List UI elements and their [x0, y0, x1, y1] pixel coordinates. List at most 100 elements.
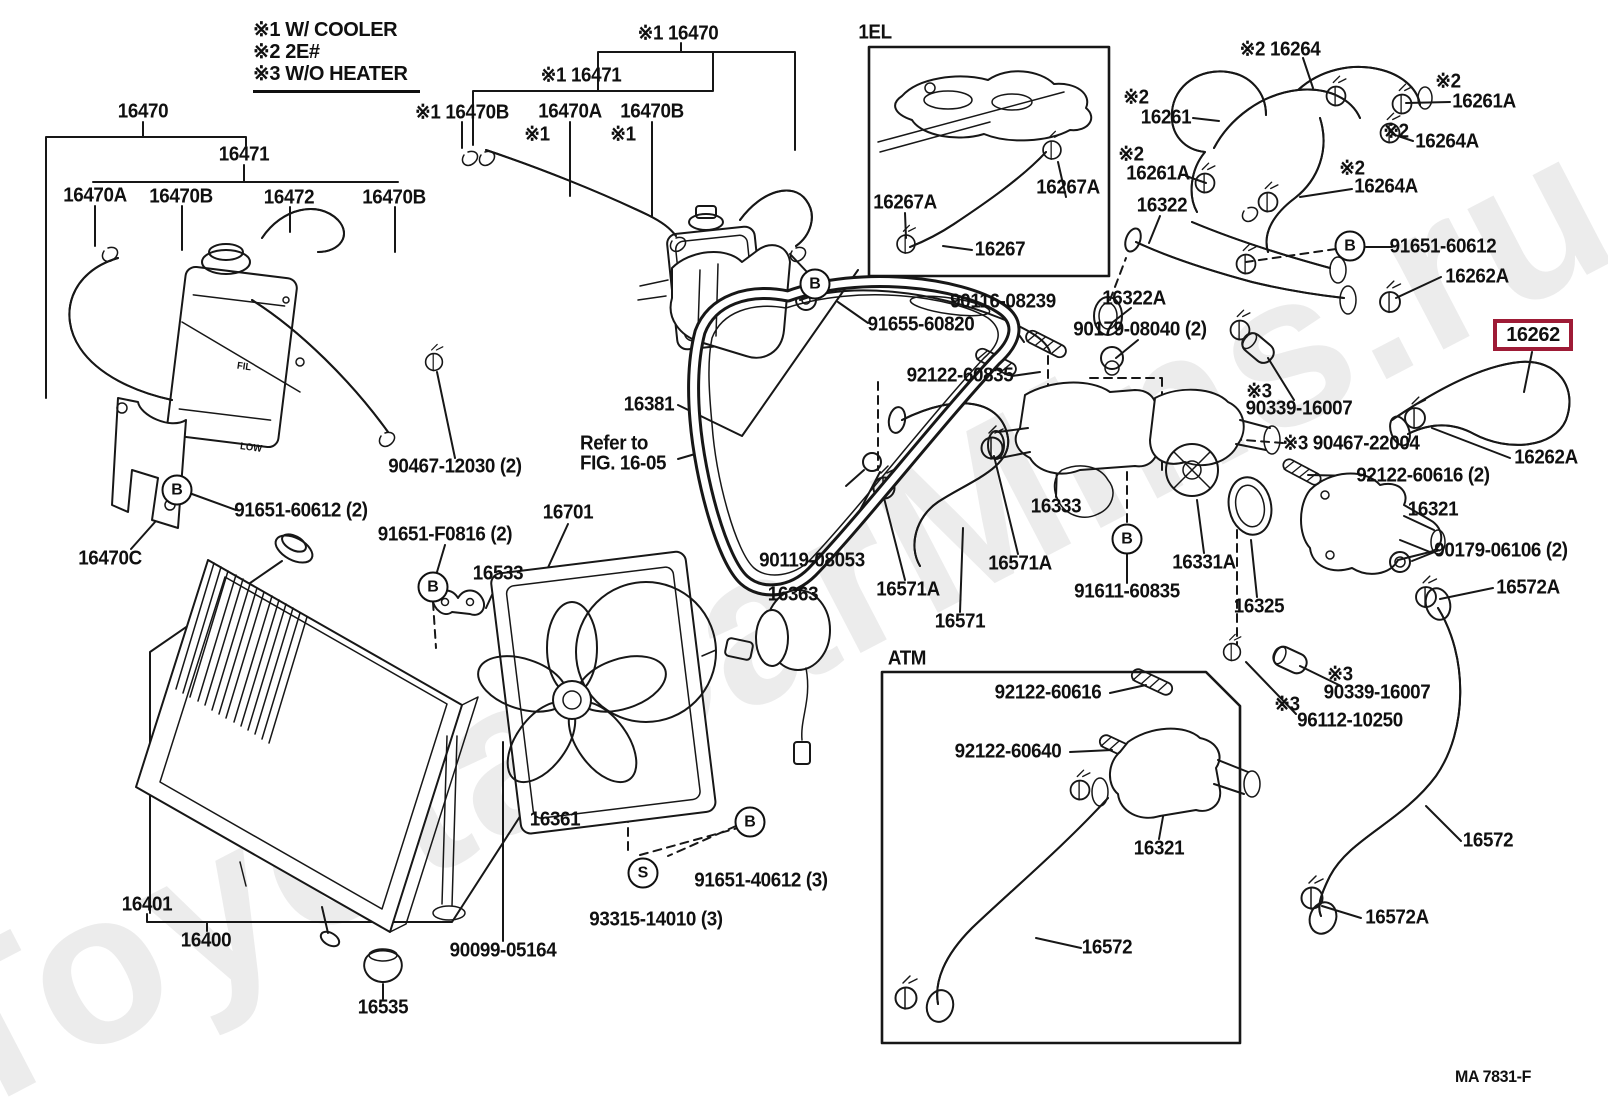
fan-motor-drawing — [701, 589, 831, 765]
atm-frame — [880, 670, 1242, 1045]
legend-item: ※1 W/ COOLER — [253, 19, 398, 41]
part-label-16381: 16381 — [623, 393, 675, 416]
legend-underline — [253, 90, 420, 93]
part-label-16331A: 16331A — [1172, 551, 1236, 574]
part-label-2-16264: ※2 16264 — [1239, 38, 1321, 61]
part-label-91655-60820: 91655-60820 — [867, 313, 975, 336]
part-label-16535: 16535 — [357, 996, 409, 1019]
part-label-FIL: FIL — [236, 360, 252, 374]
part-label-96112-10250: 96112-10250 — [1297, 709, 1403, 732]
highlighted-part-number[interactable]: 16262 — [1493, 319, 1573, 351]
part-label-16400: 16400 — [180, 929, 232, 952]
thermostat-assembly-drawing — [987, 381, 1446, 575]
part-label-16470: 16470 — [117, 100, 169, 123]
part-label-3-90467-22004: ※3 90467-22004 — [1282, 432, 1420, 455]
part-label-16701: 16701 — [542, 501, 594, 524]
radiator-inlet-hose-16262-drawing — [1379, 280, 1569, 448]
part-label-16262A: 16262A — [1445, 265, 1509, 288]
part-label-Refer-to: Refer to — [580, 432, 649, 455]
part-label-16571A: 16571A — [876, 578, 940, 601]
part-label-2: ※2 — [1123, 86, 1149, 109]
part-label-16264A: 16264A — [1354, 175, 1418, 198]
water-pump-hose-drawing — [872, 403, 1009, 566]
circled-letter-B: B — [417, 571, 449, 603]
fan-shroud-drawing — [490, 550, 717, 835]
part-label-16261A: 16261A — [1126, 162, 1190, 185]
legend: ※1 W/ COOLER ※2 2E# ※3 W/O HEATER — [253, 19, 420, 93]
part-label-90467-12030-2: 90467-12030 (2) — [388, 455, 522, 478]
part-label-16267A: 16267A — [1036, 176, 1100, 199]
legend-item: ※2 2E# — [253, 41, 320, 63]
atm-water-inlet-drawing — [894, 666, 1261, 1023]
part-label-91651-F0816-2: 91651-F0816 (2) — [377, 523, 513, 546]
part-label-MA-7831-F: MA 7831-F — [1455, 1067, 1531, 1086]
part-label-16471: 16471 — [218, 143, 270, 166]
part-label-16361: 16361 — [529, 808, 581, 831]
circled-letter-B: B — [1334, 230, 1366, 262]
radiator-outlet-hose-drawing — [1300, 575, 1461, 935]
circled-letter-B: B — [734, 806, 766, 838]
reservoir-tank-drawing — [69, 209, 444, 449]
water-bypass-pipe-drawing — [1093, 222, 1357, 368]
part-label-91651-60612-2: 91651-60612 (2) — [234, 499, 368, 522]
part-label-16262A: 16262A — [1514, 446, 1578, 469]
fan-drawing — [470, 601, 674, 795]
radiator-drawing — [135, 533, 479, 983]
part-label-3: ※3 — [1246, 380, 1272, 403]
part-label-1-16470B: ※1 16470B — [415, 101, 509, 124]
part-label-1EL: 1EL — [858, 21, 892, 44]
part-label-16325: 16325 — [1233, 595, 1285, 618]
part-label-90119-08053: 90119-08053 — [759, 549, 865, 572]
part-label-1-16471: ※1 16471 — [540, 64, 622, 87]
part-label-1: ※1 — [610, 123, 636, 146]
part-label-92122-60616-2: 92122-60616 (2) — [1356, 464, 1490, 487]
part-label-90179-08040-2: 90179-08040 (2) — [1073, 318, 1207, 341]
part-label-16472: 16472 — [263, 186, 315, 209]
part-label-3: ※3 — [1327, 663, 1353, 686]
part-label-16571: 16571 — [934, 610, 986, 633]
fasteners-drawing — [845, 327, 1311, 678]
part-label-92122-60616: 92122-60616 — [994, 681, 1102, 704]
part-label-16572: 16572 — [1462, 829, 1514, 852]
part-label-90339-16007: 90339-16007 — [1245, 397, 1353, 420]
part-label-FIG-16-05: FIG. 16-05 — [580, 452, 667, 475]
part-label-16470A: 16470A — [63, 184, 127, 207]
part-label-16533: 16533 — [472, 562, 524, 585]
part-label-91611-60835: 91611-60835 — [1074, 580, 1180, 603]
part-label-16572A: 16572A — [1496, 576, 1560, 599]
part-label-16470B: 16470B — [149, 185, 213, 208]
part-label-1: ※1 — [524, 123, 550, 146]
part-label-16401: 16401 — [121, 893, 173, 916]
part-label-90179-06106-2: 90179-06106 (2) — [1434, 539, 1568, 562]
part-label-16571A: 16571A — [988, 552, 1052, 575]
part-label-1-16470: ※1 16470 — [637, 22, 719, 45]
part-label-16470B: 16470B — [362, 186, 426, 209]
circled-letter-B: B — [1111, 523, 1143, 555]
part-label-2: ※2 — [1383, 120, 1409, 143]
part-label-ATM: ATM — [887, 647, 927, 670]
part-label-16470B: 16470B — [620, 100, 684, 123]
part-label-16470C: 16470C — [78, 547, 142, 570]
part-label-91651-40612-3: 91651-40612 (3) — [694, 869, 828, 892]
circled-letter-B: B — [161, 474, 193, 506]
part-label-16321: 16321 — [1407, 498, 1459, 521]
el-manifold-drawing — [877, 70, 1093, 255]
heater-hoses-drawing — [1172, 67, 1433, 252]
part-label-90099-05164: 90099-05164 — [449, 939, 557, 962]
circled-letter-B: B — [799, 268, 831, 300]
legend-item: ※3 W/O HEATER — [253, 63, 408, 85]
part-label-16470A: 16470A — [538, 100, 602, 123]
part-label-16572: 16572 — [1081, 936, 1133, 959]
callout-tree-lines — [45, 42, 796, 932]
part-label-16267A: 16267A — [873, 191, 937, 214]
part-label-16572A: 16572A — [1365, 906, 1429, 929]
part-label-LOW: LOW — [239, 441, 263, 455]
part-label-91651-60612: 91651-60612 — [1389, 235, 1497, 258]
part-label-92122-60640: 92122-60640 — [954, 740, 1062, 763]
el-frame — [867, 45, 1111, 278]
part-label-16322: 16322 — [1136, 194, 1188, 217]
part-label-93315-14010-3: 93315-14010 (3) — [589, 908, 723, 931]
part-label-16363: 16363 — [767, 583, 819, 606]
